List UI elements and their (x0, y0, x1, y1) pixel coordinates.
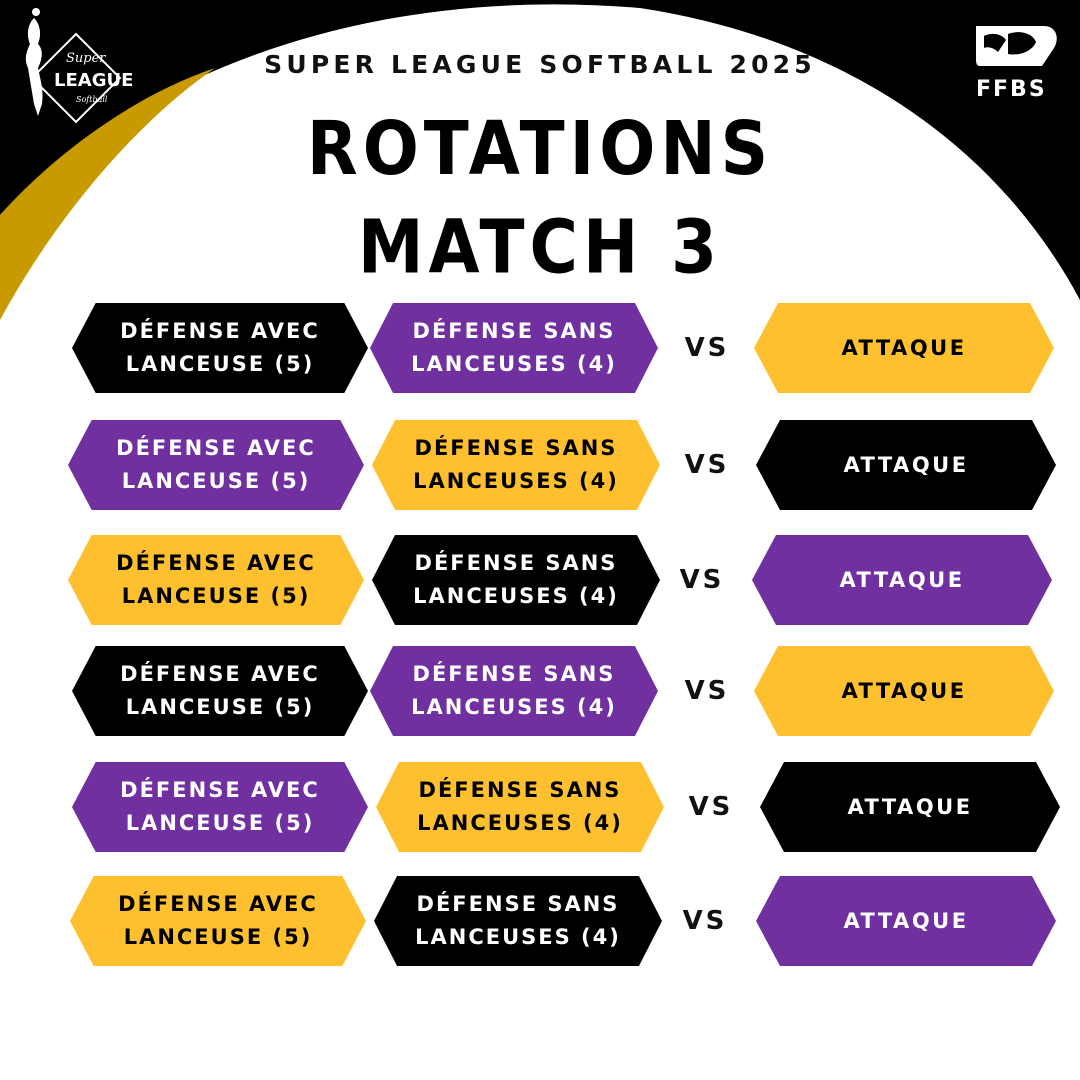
subtitle: SUPER LEAGUE SOFTBALL 2025 (264, 50, 816, 79)
defense-sans-lanceuses: DÉFENSE SANS LANCEUSES (4) (370, 646, 658, 736)
defense-sans-line2: LANCEUSES (4) (411, 695, 617, 719)
vs-label: VS (684, 333, 730, 363)
vs-label: VS (684, 676, 730, 706)
defense-sans-line1: DÉFENSE SANS (412, 319, 616, 343)
attaque-label: ATTAQUE (841, 335, 967, 360)
defense-avec-line1: DÉFENSE AVEC (118, 892, 318, 916)
attaque: ATTAQUE (752, 535, 1052, 625)
defense-avec-line2: LANCEUSE (5) (121, 584, 311, 608)
defense-sans-line2: LANCEUSES (4) (413, 584, 619, 608)
defense-sans-line1: DÉFENSE SANS (414, 551, 618, 575)
defense-sans-line1: DÉFENSE SANS (416, 892, 620, 916)
defense-sans-lanceuses: DÉFENSE SANS LANCEUSES (4) (370, 303, 658, 393)
defense-avec-line1: DÉFENSE AVEC (116, 551, 316, 575)
defense-avec-line1: DÉFENSE AVEC (120, 319, 320, 343)
defense-sans-line2: LANCEUSES (4) (413, 469, 619, 493)
vs-label: VS (682, 906, 728, 936)
rotation-row: DÉFENSE AVEC LANCEUSE (5) DÉFENSE SANS LAN… (0, 646, 1080, 736)
defense-avec-lanceuse: DÉFENSE AVEC LANCEUSE (5) (72, 762, 368, 852)
logo-left-line1: Super (66, 51, 106, 66)
defense-avec-line1: DÉFENSE AVEC (116, 436, 316, 460)
rotation-row: DÉFENSE AVEC LANCEUSE (5) DÉFENSE SANS LAN… (0, 762, 1080, 852)
attaque: ATTAQUE (760, 762, 1060, 852)
logo-left-line3: Softball (76, 95, 108, 104)
attaque-label: ATTAQUE (843, 452, 969, 477)
defense-avec-line2: LANCEUSE (5) (123, 925, 313, 949)
rotation-row: DÉFENSE AVEC LANCEUSE (5) DÉFENSE SANS LAN… (0, 303, 1080, 393)
defense-avec-line2: LANCEUSE (5) (125, 695, 315, 719)
rotation-row: DÉFENSE AVEC LANCEUSE (5) DÉFENSE SANS LAN… (0, 420, 1080, 510)
defense-avec-lanceuse: DÉFENSE AVEC LANCEUSE (5) (68, 535, 364, 625)
defense-avec-lanceuse: DÉFENSE AVEC LANCEUSE (5) (68, 420, 364, 510)
defense-sans-lanceuses: DÉFENSE SANS LANCEUSES (4) (372, 420, 660, 510)
defense-avec-lanceuse: DÉFENSE AVEC LANCEUSE (5) (70, 876, 366, 966)
defense-sans-line2: LANCEUSES (4) (411, 352, 617, 376)
rotation-row: DÉFENSE AVEC LANCEUSE (5) DÉFENSE SANS LAN… (0, 535, 1080, 625)
attaque: ATTAQUE (756, 876, 1056, 966)
logo-right-text: FFBS (976, 77, 1047, 102)
defense-avec-line2: LANCEUSE (5) (125, 811, 315, 835)
defense-avec-line2: LANCEUSE (5) (121, 469, 311, 493)
attaque: ATTAQUE (756, 420, 1056, 510)
defense-sans-line2: LANCEUSES (4) (415, 925, 621, 949)
page-title-line1: ROTATIONS (306, 105, 774, 192)
attaque-label: ATTAQUE (847, 794, 973, 819)
super-league-logo: Super LEAGUE Softball (25, 8, 132, 124)
attaque-label: ATTAQUE (839, 567, 965, 592)
logo-left-line2: LEAGUE (54, 70, 132, 91)
vs-label: VS (688, 792, 734, 822)
defense-avec-lanceuse: DÉFENSE AVEC LANCEUSE (5) (72, 303, 368, 393)
defense-avec-lanceuse: DÉFENSE AVEC LANCEUSE (5) (72, 646, 368, 736)
vs-label: VS (679, 565, 725, 595)
rotation-row: DÉFENSE AVEC LANCEUSE (5) DÉFENSE SANS LAN… (0, 876, 1080, 966)
attaque: ATTAQUE (754, 303, 1054, 393)
vs-label: VS (684, 450, 730, 480)
attaque: ATTAQUE (754, 646, 1054, 736)
defense-avec-line1: DÉFENSE AVEC (120, 662, 320, 686)
defense-avec-line1: DÉFENSE AVEC (120, 778, 320, 802)
page-title-line2: MATCH 3 (357, 204, 723, 291)
attaque-label: ATTAQUE (843, 908, 969, 933)
defense-sans-line2: LANCEUSES (4) (417, 811, 623, 835)
defense-sans-lanceuses: DÉFENSE SANS LANCEUSES (4) (372, 535, 660, 625)
attaque-label: ATTAQUE (841, 678, 967, 703)
page-title: ROTATIONS MATCH 3 (0, 100, 1080, 297)
ffbs-logo: FFBS (976, 26, 1057, 102)
defense-sans-line1: DÉFENSE SANS (412, 662, 616, 686)
defense-sans-lanceuses: DÉFENSE SANS LANCEUSES (4) (376, 762, 664, 852)
defense-sans-lanceuses: DÉFENSE SANS LANCEUSES (4) (374, 876, 662, 966)
defense-sans-line1: DÉFENSE SANS (418, 778, 622, 802)
defense-sans-line1: DÉFENSE SANS (414, 436, 618, 460)
defense-avec-line2: LANCEUSE (5) (125, 352, 315, 376)
